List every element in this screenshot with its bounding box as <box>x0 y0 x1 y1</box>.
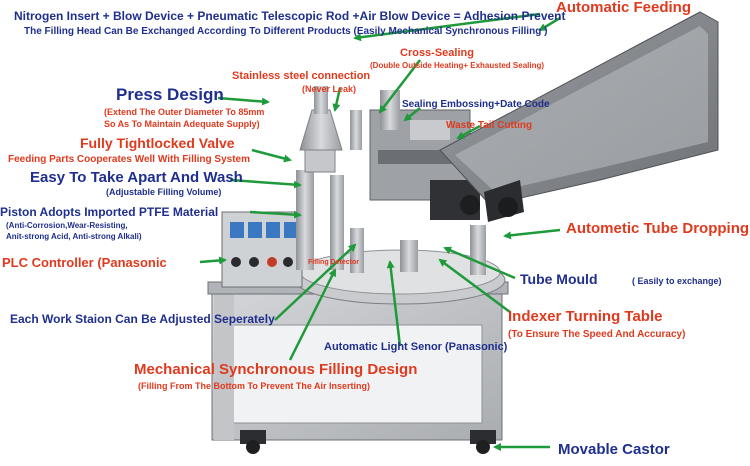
automatic-feeding-chute <box>439 11 719 222</box>
movable-castor-wheels <box>240 430 496 454</box>
label-light-sensor: Automatic Light Senor (Panasonic) <box>324 341 508 353</box>
label-press-sub-1: (Extend The Outer Diameter To 85mm <box>104 107 265 117</box>
label-cross-sealing-sub: (Double Outside Heating+ Exhausted Seali… <box>370 61 545 70</box>
label-anti-corrosion: (Anti-Corrosion,Wear-Resisting, <box>6 221 128 230</box>
label-tube-mould: Tube Mould <box>520 271 598 287</box>
label-tube-mould-sub: ( Easily to exchange) <box>632 276 722 286</box>
label-nitrogen-insert: Nitrogen Insert + Blow Device + Pneumati… <box>14 9 566 23</box>
indexer-turning-table <box>294 225 506 305</box>
label-sealing-embossing: Sealing Embossing+Date Code <box>402 99 550 110</box>
plc-control-panel <box>221 211 303 288</box>
label-automatic-feeding: Automatic Feeding <box>556 0 692 16</box>
callout-arrows <box>199 12 561 451</box>
label-anti-acid: Anit-strong Acid, Anti-strong Alkali) <box>6 232 142 241</box>
label-adjustable-volume: (Adjustable Filling Volume) <box>106 187 222 197</box>
label-cross-sealing: Cross-Sealing <box>400 47 474 59</box>
label-indexer-table: Indexer Turning Table <box>508 308 663 325</box>
label-tightlocked-valve: Fully Tightlocked Valve <box>80 135 235 151</box>
label-each-work-station: Each Work Staion Can Be Adjusted Seperat… <box>10 312 275 326</box>
label-movable-castor: Movable Castor <box>558 441 670 458</box>
label-easy-apart: Easy To Take Apart And Wash <box>30 169 243 186</box>
label-feeding-parts: Feeding Parts Cooperates Well With Filli… <box>8 154 250 165</box>
label-mechanical-sync-sub: (Filling From The Bottom To Prevent The … <box>138 381 371 391</box>
label-filling-head: The Filling Head Can Be Exchanged Accord… <box>24 26 548 37</box>
filling-column <box>296 86 344 270</box>
label-waste-tail: Waste Tail Cutting <box>446 120 533 131</box>
label-piston-ptfe: Piston Adopts Imported PTFE Material <box>0 205 219 219</box>
label-indexer-sub: (To Ensure The Speed And Accuracy) <box>508 329 686 340</box>
label-plc-controller: PLC Controller (Panasonic <box>2 255 167 270</box>
label-press-design: Press Design <box>116 85 224 104</box>
label-automatic-tube-dropping: Autometic Tube Dropping <box>566 220 750 237</box>
label-mechanical-sync: Mechanical Synchronous Filling Design <box>134 361 418 378</box>
label-press-sub-2: So As To Maintain Adequate Supply) <box>104 119 260 129</box>
label-never-leak: (Never Leak) <box>302 84 357 94</box>
label-filling-detector: Filling Detector <box>308 259 359 266</box>
label-stainless-steel: Stainless steel connection <box>232 70 371 82</box>
